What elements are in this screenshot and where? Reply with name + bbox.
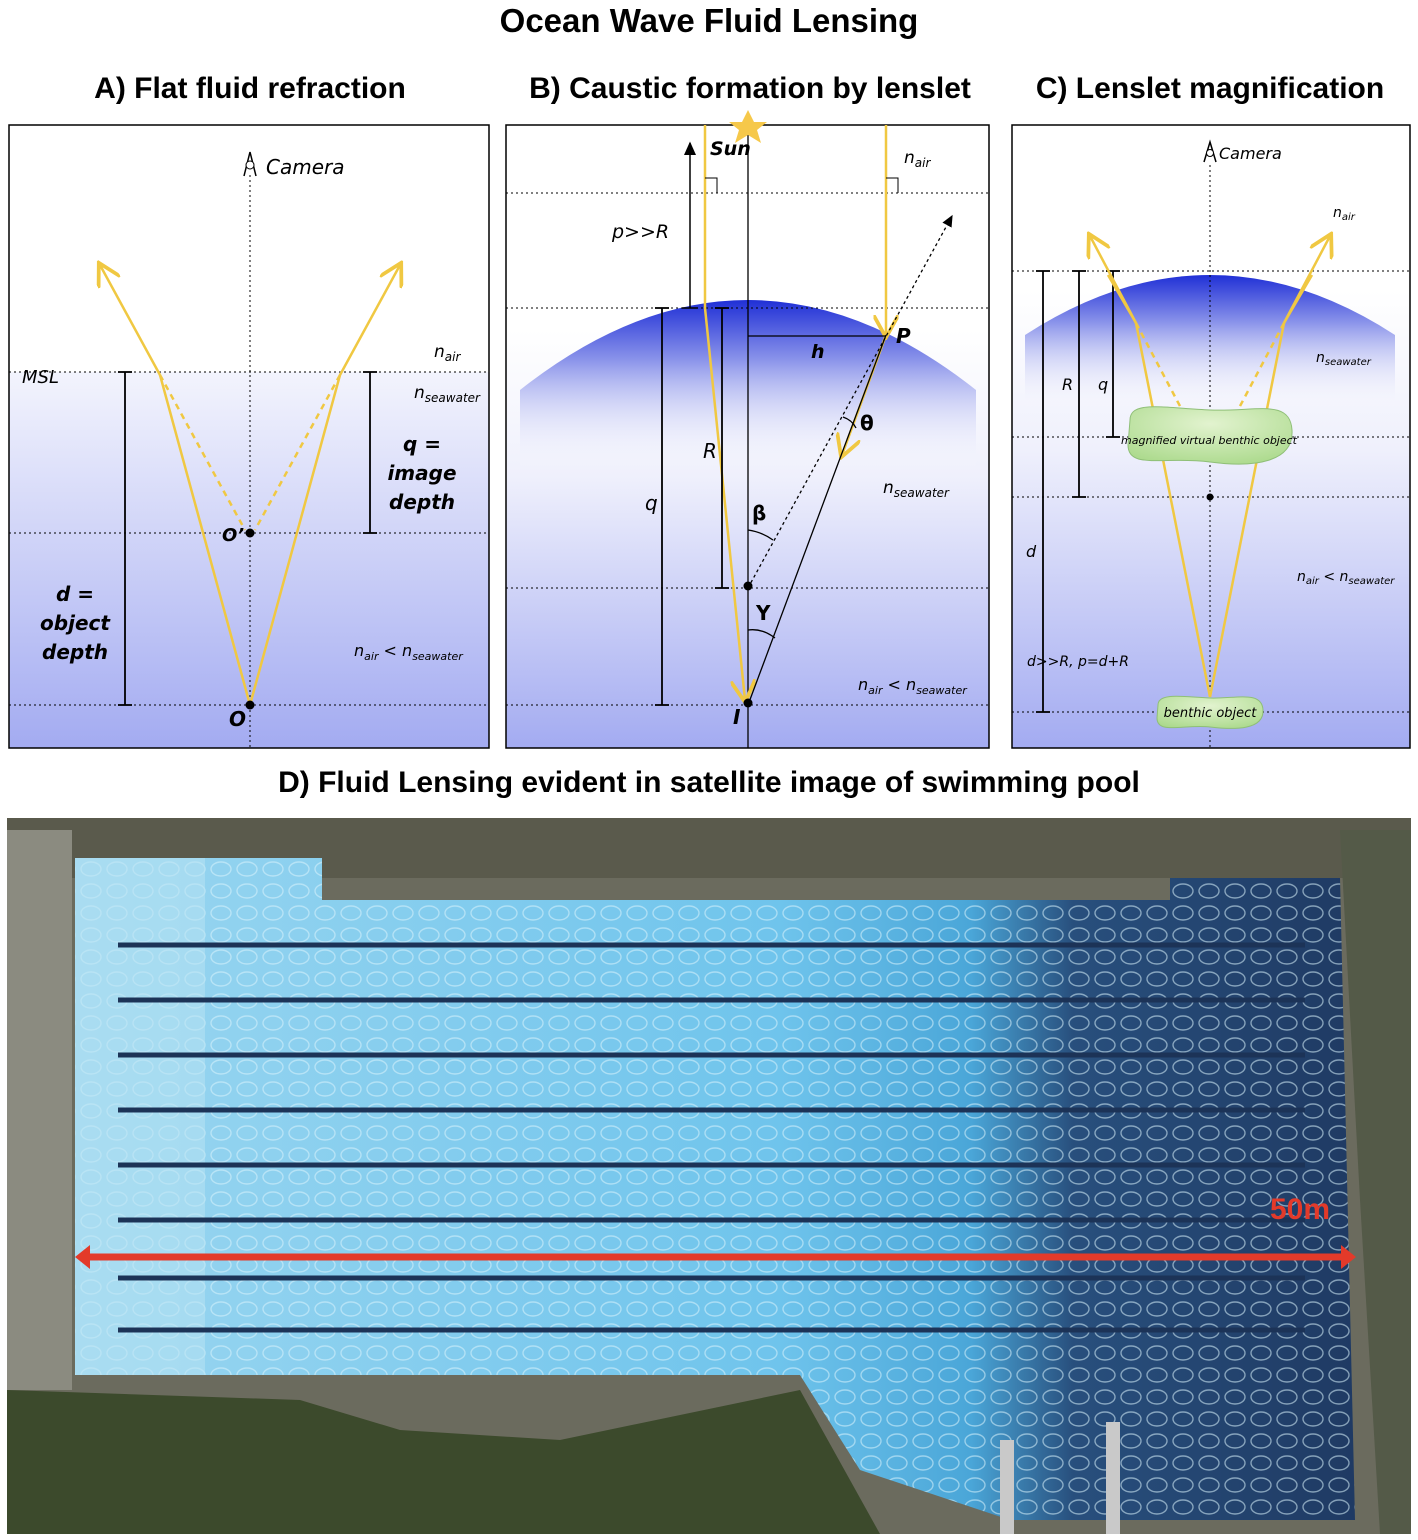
panel-a-water: [9, 372, 489, 748]
panel-d-title: D) Fluid Lensing evident in satellite im…: [278, 766, 1140, 799]
focus-line: [747, 334, 887, 706]
ladder-1: [1000, 1440, 1014, 1534]
d-label-3: depth: [42, 640, 108, 664]
n-seawater-c: nseawater: [1316, 350, 1372, 368]
point-o-prime: [245, 528, 255, 538]
o-label: O: [229, 707, 246, 731]
beta-label: β: [752, 501, 766, 525]
sun-icon: [729, 110, 767, 143]
camera-icon: [243, 151, 257, 177]
gamma-label: Y: [755, 601, 771, 625]
ray-left-air: [100, 265, 162, 376]
lane-lines: [118, 942, 1305, 1333]
trees-bottom-left: [7, 1390, 880, 1534]
panel-d-satellite-image: 50m: [7, 818, 1411, 1534]
normal-line: [747, 214, 953, 589]
d-label-c: d: [1026, 542, 1037, 561]
q-label-2: image: [387, 461, 456, 485]
n-air-c: nair: [1333, 205, 1356, 223]
q-label-1: q =: [403, 432, 441, 456]
point-o: [245, 700, 255, 710]
index-inequality-a: nair < nseawater: [354, 641, 464, 663]
ray-right-water: [248, 374, 342, 706]
panel-a: Camera MSL nair nseawater q = image dept…: [8, 124, 490, 749]
n-air-label: nair: [434, 342, 461, 364]
benthic-object-label: benthic object: [1164, 706, 1258, 721]
n-seawater-label: nseawater: [414, 383, 481, 405]
caustic-ripples: [75, 858, 1355, 1520]
scale-bar-right-cap: [1341, 1245, 1356, 1269]
R-label-c: R: [1062, 375, 1073, 394]
sun-label: Sun: [710, 138, 751, 160]
figure-title: Ocean Wave Fluid Lensing: [499, 2, 919, 39]
index-inequality-b: nair < nseawater: [858, 675, 968, 697]
camera-lens: [245, 160, 255, 170]
q-label-c: q: [1098, 375, 1108, 394]
panel-c: Camera nair R q nseawater magnified virt…: [1011, 124, 1411, 749]
p-label: P: [896, 324, 911, 348]
ray-c-left: [1134, 322, 1212, 698]
q-label-3: depth: [389, 490, 455, 514]
msl-label: MSL: [22, 367, 59, 388]
virtual-ray-left: [158, 374, 247, 531]
d-label-1: d =: [56, 582, 94, 606]
scale-bar-left-cap: [75, 1245, 90, 1269]
virtual-object-label: magnified virtual benthic object: [1121, 434, 1298, 447]
p-gg-r-label: p>>R: [611, 221, 669, 243]
o-prime-label: O’: [222, 525, 244, 546]
panel-b: Sun nair p>>R h P R q θ β Y nseawater I …: [505, 110, 990, 749]
ladder-2: [1106, 1422, 1120, 1534]
point-i: [743, 698, 753, 708]
d-label-2: object: [40, 611, 111, 635]
n-seawater-b: nseawater: [883, 478, 950, 500]
virtual-ray-right: [253, 374, 342, 531]
n-air-b: nair: [904, 148, 931, 170]
shallow-end: [75, 858, 205, 1375]
theta-label: θ: [860, 411, 874, 435]
q-label-b: q: [645, 491, 658, 515]
virtual-object-blob: [1127, 406, 1293, 465]
scale-bar-label: 50m: [1270, 1193, 1330, 1226]
i-label: I: [733, 705, 741, 729]
camera-label: Camera: [266, 155, 345, 179]
ray-c-right: [1208, 322, 1286, 698]
benthic-object-blob: [1156, 695, 1264, 729]
panel-a-frame: [8, 124, 490, 749]
relation-label: d>>R, p=d+R: [1027, 654, 1129, 670]
left-deck: [7, 830, 72, 1390]
lenslet-c: [1025, 275, 1395, 410]
panel-b-title: B) Caustic formation by lenslet: [529, 72, 971, 105]
panel-c-title: C) Lenslet magnification: [1035, 72, 1385, 105]
ray-refract-left: [703, 307, 745, 700]
panel-a-title: A) Flat fluid refraction: [94, 72, 406, 105]
right-verge: [1340, 830, 1411, 1534]
camera-label-c: Camera: [1219, 144, 1282, 163]
R-label-b: R: [703, 439, 717, 463]
ray-left-water: [158, 374, 252, 706]
h-label: h: [811, 341, 825, 363]
index-inequality-c: nair < nseawater: [1297, 569, 1395, 587]
ray-right-air: [338, 265, 400, 376]
center-point: [743, 581, 753, 591]
camera-icon-c: [1203, 139, 1217, 163]
